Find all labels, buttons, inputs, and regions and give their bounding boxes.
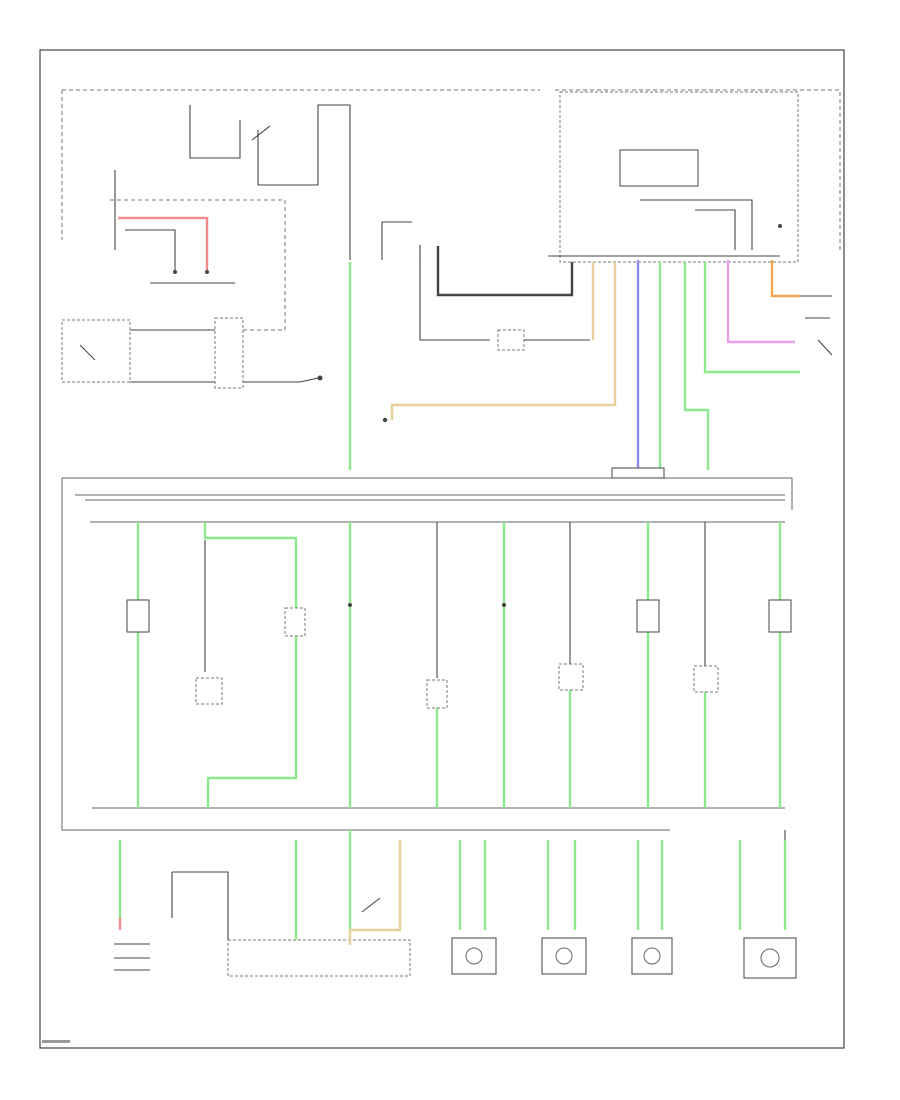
diagram-frame (39, 49, 845, 1049)
headlight-switch-box (61, 319, 131, 383)
component-box-2 (195, 677, 223, 705)
component-box-4 (426, 679, 448, 709)
component-box-3 (284, 607, 306, 637)
top-power-section (61, 89, 841, 423)
lamp-3 (631, 937, 673, 975)
bottom-section (114, 830, 797, 979)
control-unit-inner (619, 149, 699, 187)
label-marks (42, 1040, 70, 1043)
switch-columns (126, 522, 792, 808)
junction-connector (611, 467, 665, 479)
component-box-7 (636, 599, 660, 633)
middle-bus (61, 467, 793, 831)
component-box-9 (768, 599, 792, 633)
component-box-8 (693, 665, 719, 693)
relay-block (214, 317, 244, 389)
feed-wires (348, 260, 710, 470)
lamp-4 (743, 937, 797, 979)
component-box-1 (126, 599, 150, 633)
control-unit (559, 91, 799, 263)
bottom-module-box (227, 939, 411, 977)
lamp-1 (451, 937, 497, 975)
diode-component (497, 329, 525, 351)
lamp-2 (541, 937, 587, 975)
component-box-6 (558, 663, 584, 691)
